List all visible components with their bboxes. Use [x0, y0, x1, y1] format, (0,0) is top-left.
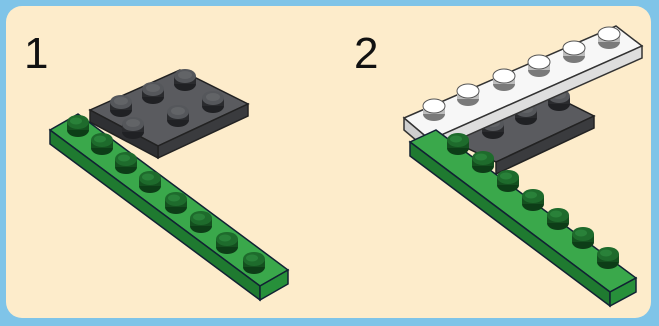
instruction-panel: 1 2 — [6, 6, 651, 318]
step-number-2: 2 — [354, 29, 379, 78]
step-number-1: 1 — [24, 29, 49, 78]
green-plate-2 — [408, 129, 638, 308]
step-2-assembly — [402, 25, 644, 308]
step-1-assembly — [48, 69, 290, 302]
build-illustration — [48, 25, 644, 308]
